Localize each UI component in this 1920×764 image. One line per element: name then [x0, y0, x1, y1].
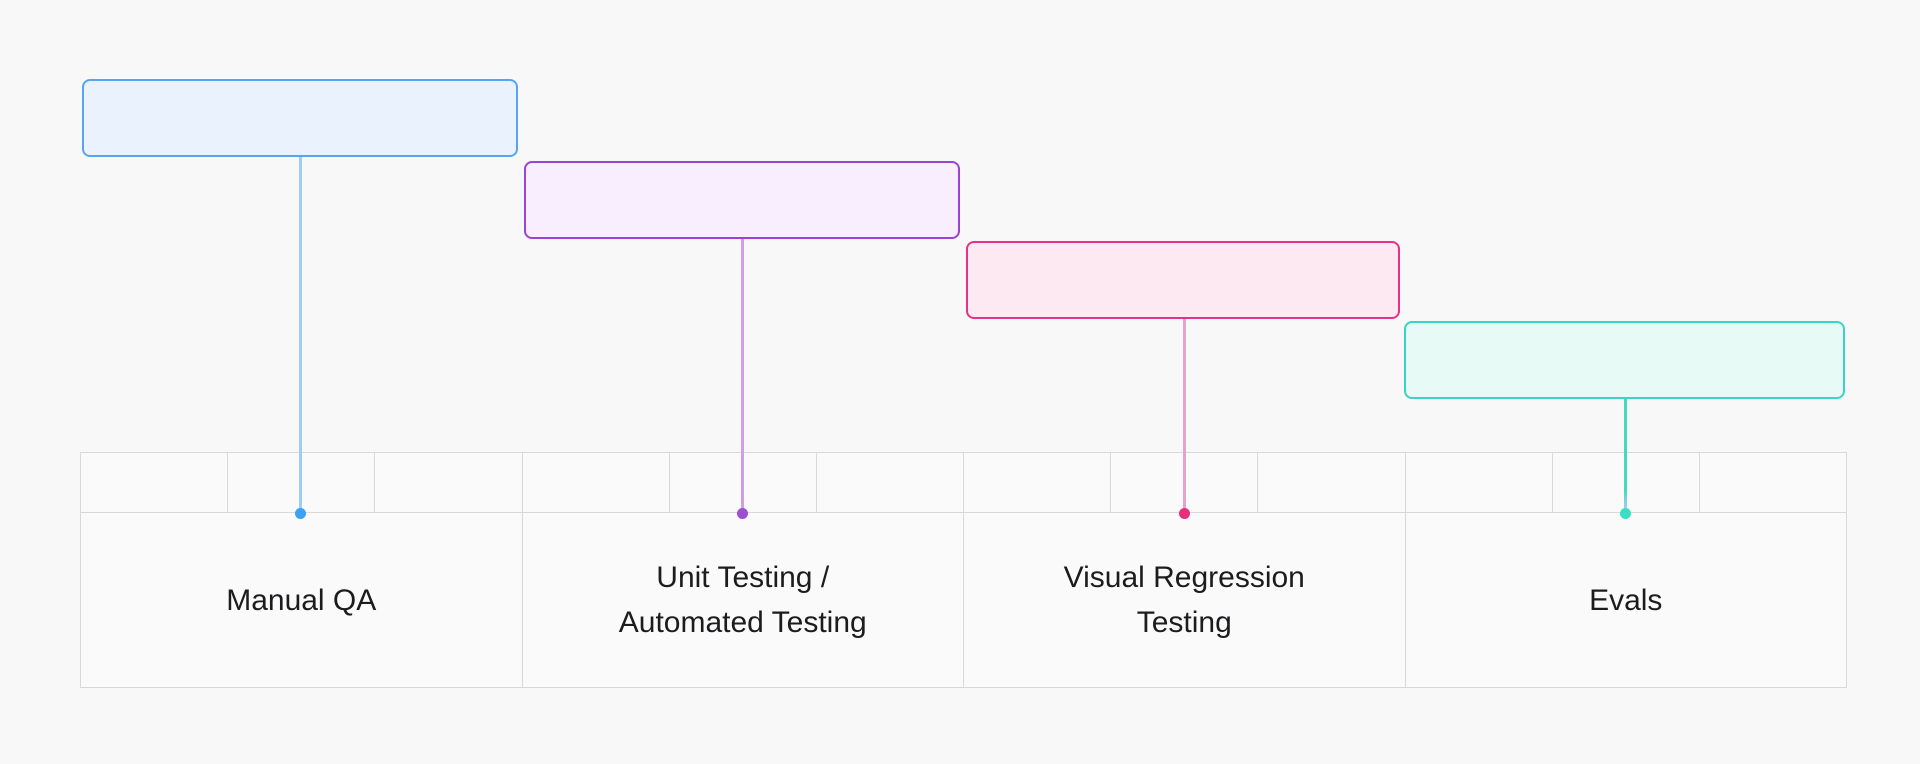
timeline-header-cell — [228, 453, 376, 512]
axis-dot-visual-regression-testing — [1179, 508, 1190, 519]
timeline-header-cell — [670, 453, 817, 512]
stage-bar-evals — [1404, 321, 1845, 399]
timeline-header-cell — [1111, 453, 1259, 512]
stage-label-visual-regression-testing: Visual Regression Testing — [964, 513, 1406, 687]
axis-dot-manual-qa — [295, 508, 306, 519]
stage-bar-manual-qa — [82, 79, 518, 157]
stage-label-unit-automated-testing: Unit Testing / Automated Testing — [523, 513, 964, 687]
timeline-label-row: Manual QA Unit Testing / Automated Testi… — [81, 513, 1846, 687]
timeline-header-cell — [1553, 453, 1700, 512]
axis-dot-unit-automated-testing — [737, 508, 748, 519]
timeline-header-cell — [964, 453, 1112, 512]
connector-line-unit-automated-testing — [741, 238, 744, 513]
connector-line-visual-regression-testing — [1183, 318, 1186, 513]
timeline-header-cell — [1258, 453, 1406, 512]
timeline-header-cell — [81, 453, 229, 512]
stage-label-evals: Evals — [1589, 583, 1663, 617]
timeline-header-cell — [1700, 453, 1846, 512]
timeline-header-cell — [523, 453, 670, 512]
timeline-header-cell — [817, 453, 965, 512]
timeline-header-cell — [375, 453, 523, 512]
stage-label-manual-qa: Manual QA — [81, 513, 523, 687]
stage-bar-visual-regression-testing — [966, 241, 1400, 319]
connector-line-evals — [1624, 398, 1627, 513]
timeline-table: Manual QA Unit Testing / Automated Testi… — [80, 452, 1847, 688]
timeline-header-row — [81, 453, 1846, 513]
timeline-header-cell — [1406, 453, 1553, 512]
stage-bar-unit-automated-testing — [524, 161, 960, 239]
connector-line-manual-qa — [299, 156, 302, 513]
axis-dot-evals — [1620, 508, 1631, 519]
